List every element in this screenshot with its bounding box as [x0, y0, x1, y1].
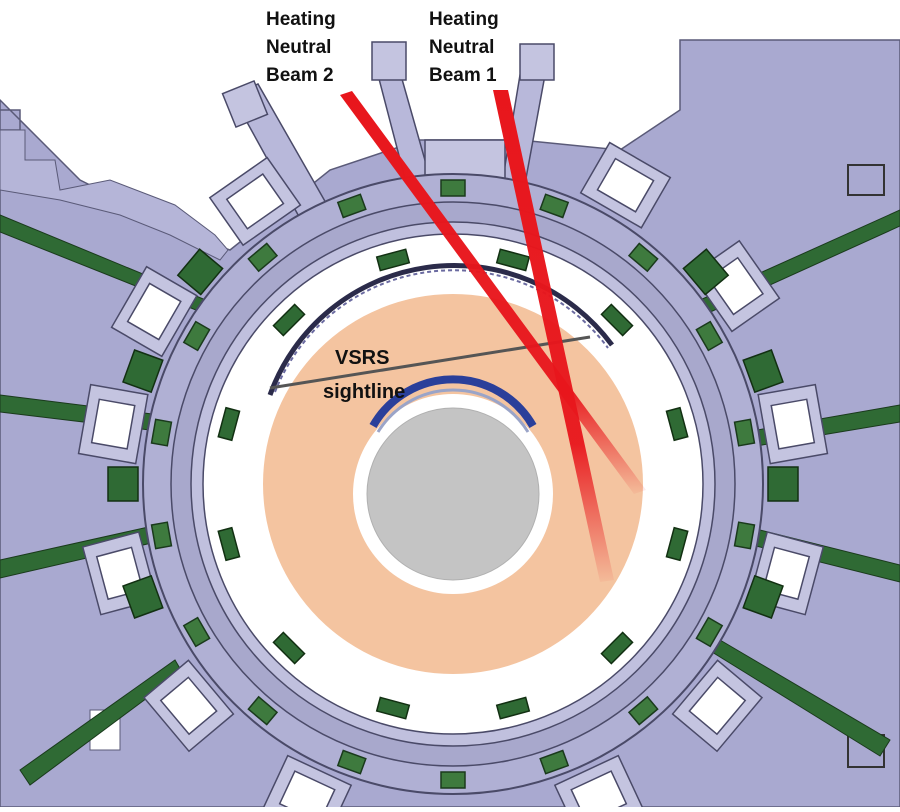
beam1-label-line1: Heating: [429, 9, 499, 30]
limiter-block: [600, 631, 634, 665]
ring-component: [539, 749, 570, 775]
limiter-block: [375, 696, 411, 720]
port-window: [770, 398, 816, 450]
ring-component: [695, 320, 724, 352]
beam1-label-line3: Beam 1: [429, 65, 497, 86]
ring-component: [182, 616, 211, 648]
beam1-label-line2: Neutral: [429, 37, 494, 58]
port-window: [596, 157, 655, 213]
limiter-block: [375, 248, 411, 272]
center-stack-icon: [353, 375, 553, 594]
beam2-label-line1: Heating: [266, 9, 336, 30]
limiter-block: [272, 303, 306, 337]
diagnostic-block: [682, 248, 730, 296]
sightline-label-line1: VSRS: [335, 347, 389, 369]
diagnostic-block: [742, 349, 784, 394]
ring-component: [150, 521, 173, 550]
diagnostic-block: [122, 574, 164, 619]
ring-component: [150, 418, 173, 447]
ring-component: [733, 418, 756, 447]
diagnostic-block: [176, 248, 224, 296]
port-window: [126, 282, 182, 341]
upper-wall-hardware: [267, 262, 615, 396]
ring-component: [336, 193, 367, 219]
sightline-label: VSRS sightline: [323, 347, 405, 403]
ring-component: [440, 771, 466, 789]
limiter-block: [665, 406, 689, 442]
diagnostic-block: [767, 466, 799, 502]
ring-component: [627, 695, 659, 726]
port-window: [159, 676, 218, 736]
limiter-block: [665, 526, 689, 562]
beam1-label: Heating Neutral Beam 1: [429, 9, 499, 86]
ring-component: [247, 695, 279, 726]
ring-component: [182, 320, 211, 352]
beam2-label: Heating Neutral Beam 2: [266, 9, 336, 86]
limiter-block: [217, 406, 241, 442]
limiter-block: [217, 526, 241, 562]
ring-component: [336, 749, 367, 775]
limiter-block: [495, 696, 531, 720]
port-window: [688, 676, 747, 736]
inner-limiter-blocks: [217, 248, 689, 720]
beam2-label-line2: Neutral: [266, 37, 331, 58]
ring-component: [440, 179, 466, 197]
heating-neutral-beam-1: [493, 90, 614, 582]
ring-component: [733, 521, 756, 550]
port-window: [225, 172, 285, 230]
port-windows: [77, 141, 829, 812]
port-window: [90, 398, 136, 450]
diagnostic-block: [742, 574, 784, 619]
green-components: [107, 179, 799, 789]
diagnostic-block: [107, 466, 139, 502]
beam2-label-line3: Beam 2: [266, 65, 334, 86]
ring-component: [627, 242, 659, 273]
ring-component: [695, 616, 724, 648]
ring-component: [539, 193, 570, 219]
sightline-label-line2: sightline: [323, 381, 405, 403]
limiter-block: [600, 303, 634, 337]
limiter-block: [272, 631, 306, 665]
limiter-block: [495, 248, 531, 272]
ring-component: [247, 242, 279, 273]
diagnostic-block: [122, 349, 164, 394]
